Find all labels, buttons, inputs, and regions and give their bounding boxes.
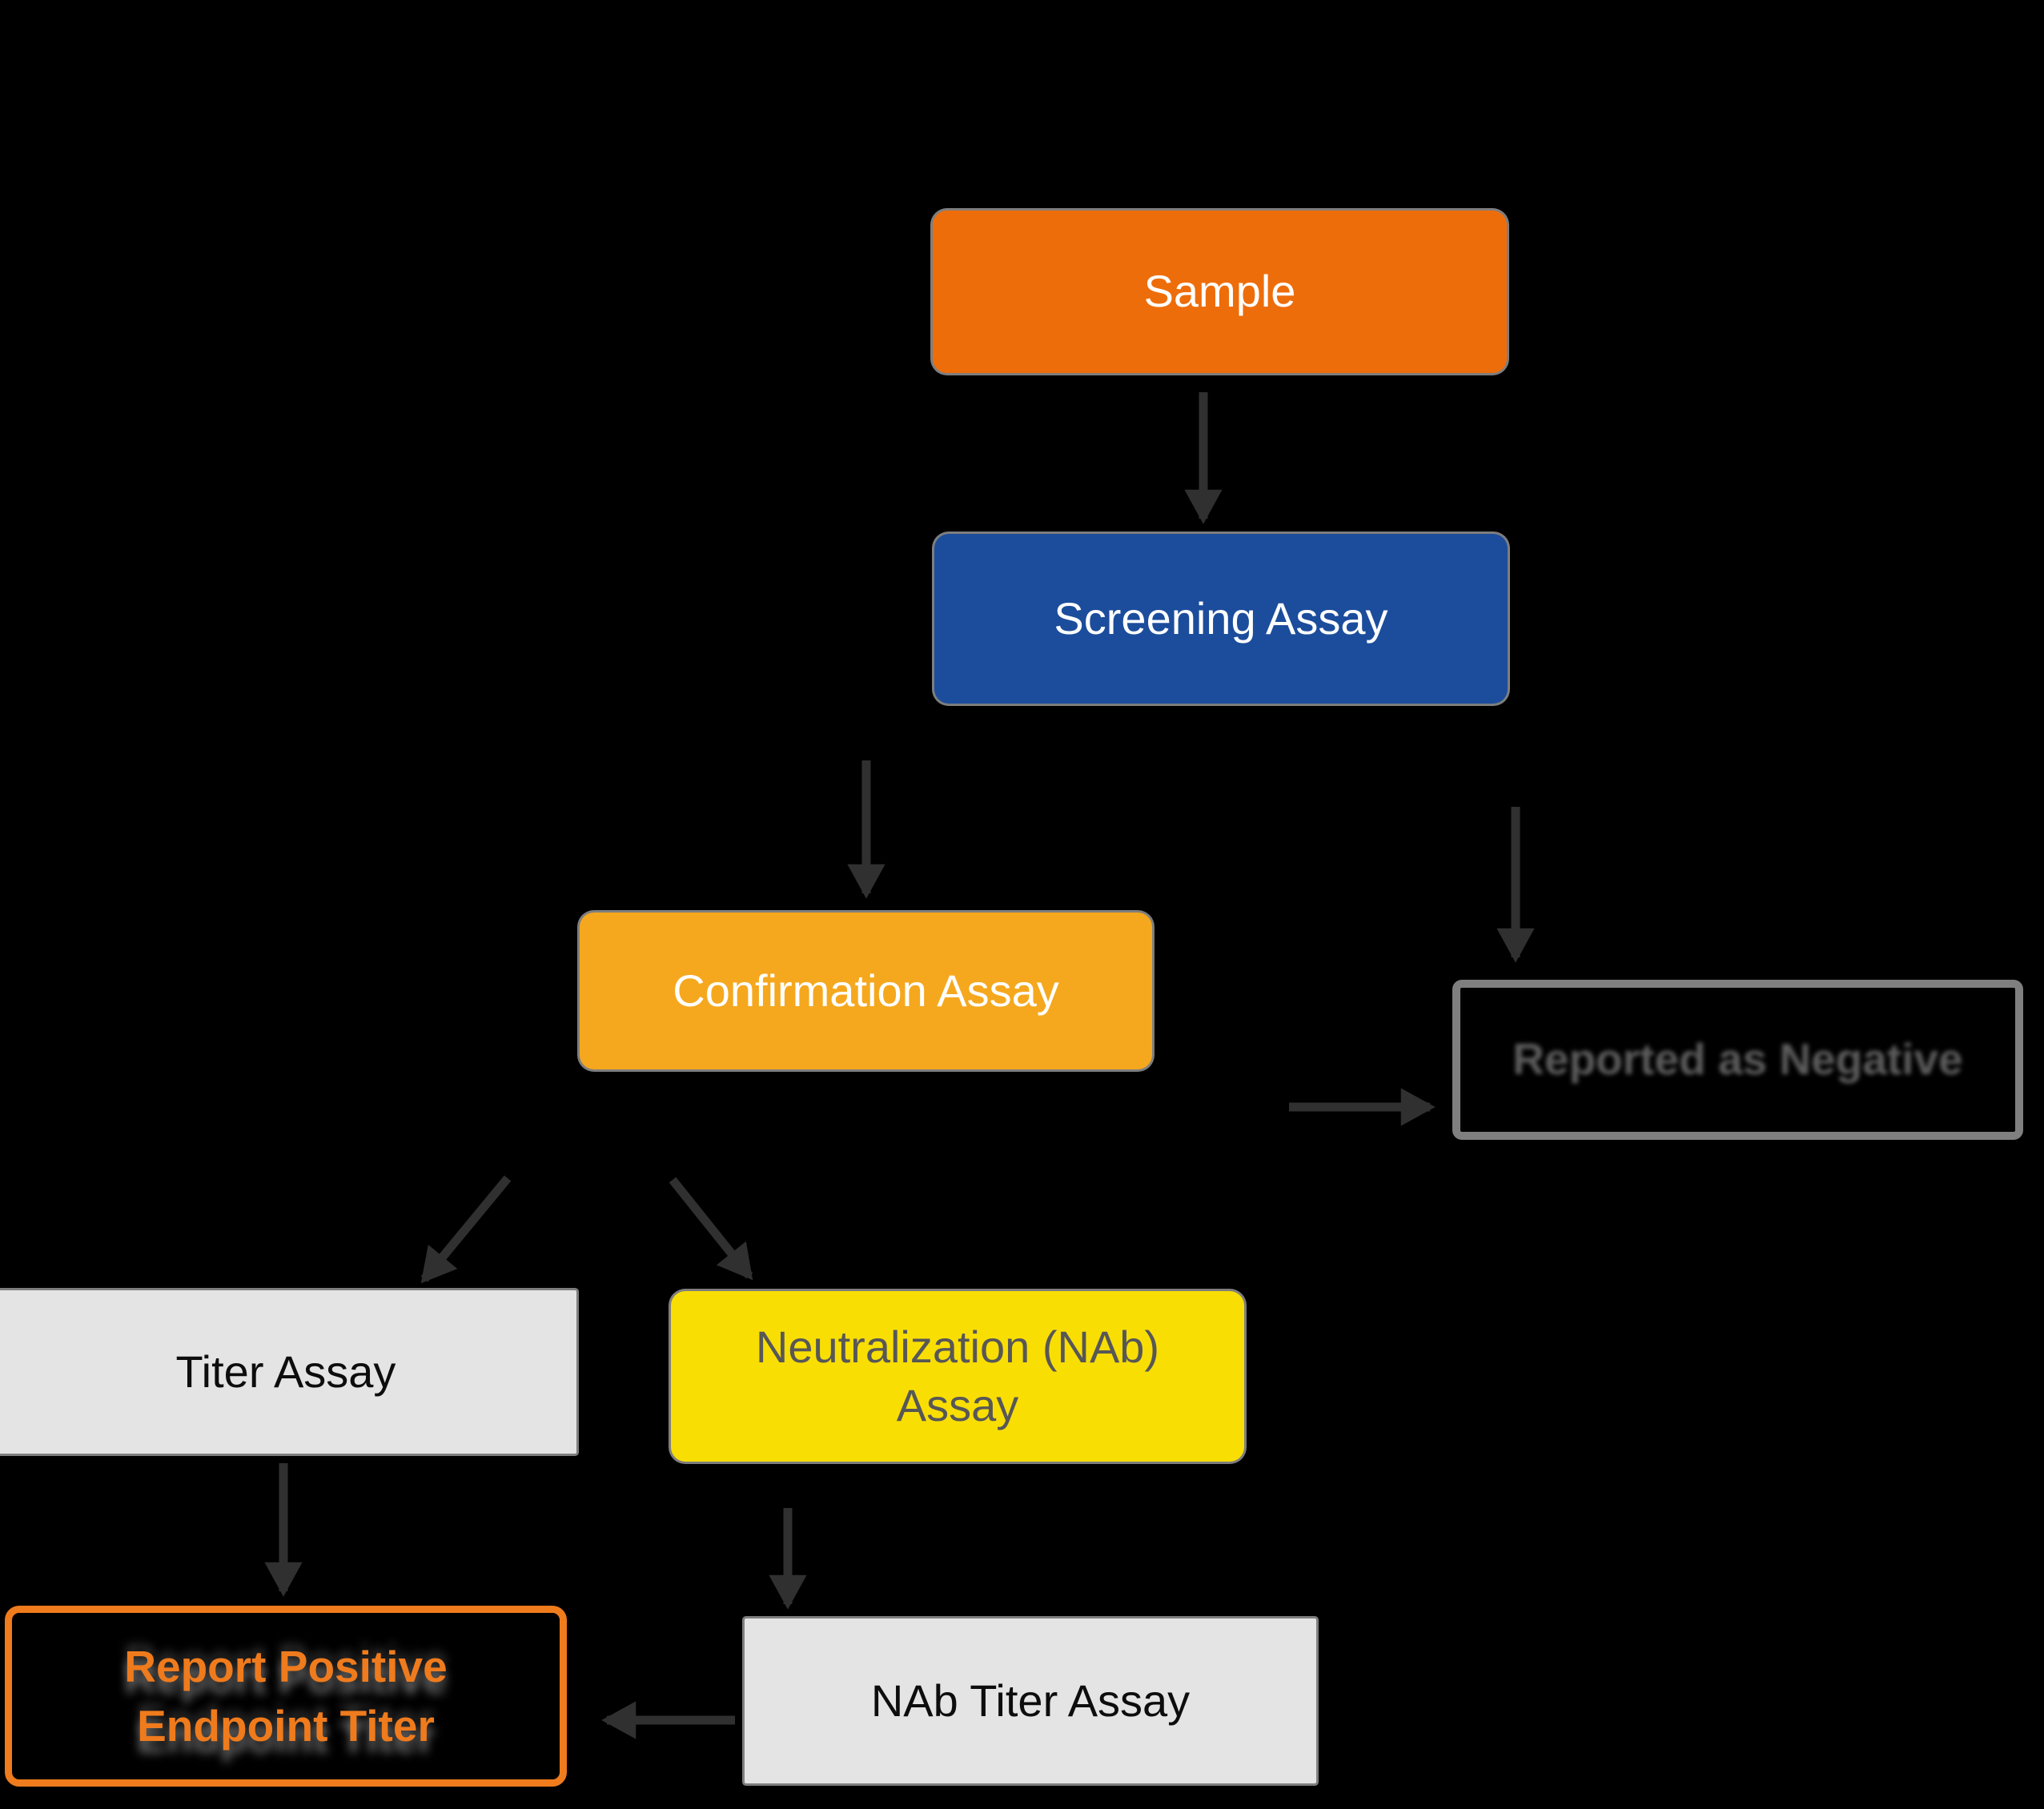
node-reported-as-negative: Reported as Negative	[1452, 980, 2023, 1140]
node-neutralization-assay: Neutralization (NAb) Assay	[671, 1291, 1244, 1462]
arrow-confirmation-to-titer	[420, 1175, 512, 1284]
node-titer-assay-label: Titer Assay	[175, 1346, 396, 1397]
node-neutralization-assay-label: Neutralization (NAb) Assay	[755, 1321, 1160, 1430]
node-nab-titer-assay-label: NAb Titer Assay	[870, 1675, 1191, 1726]
node-nab-titer-assay: NAb Titer Assay	[745, 1618, 1316, 1783]
node-screening-assay-label: Screening Assay	[1054, 592, 1388, 644]
node-sample-label: Sample	[1143, 266, 1296, 317]
node-screening-assay: Screening Assay	[934, 534, 1508, 704]
node-reported-as-negative-label: Reported as Negative	[1512, 1034, 1963, 1085]
arrow-confirmation-to-neutralization	[669, 1177, 753, 1281]
node-sample: Sample	[933, 211, 1507, 373]
node-titer-assay: Titer Assay	[0, 1290, 576, 1454]
node-confirmation-assay: Confirmation Assay	[580, 913, 1152, 1069]
node-confirmation-assay-label: Confirmation Assay	[673, 965, 1059, 1016]
node-report-positive-endpoint-titer: Report Positive Endpoint Titer	[5, 1606, 567, 1787]
node-report-positive-endpoint-titer-label: Report Positive Endpoint Titer	[124, 1641, 448, 1751]
